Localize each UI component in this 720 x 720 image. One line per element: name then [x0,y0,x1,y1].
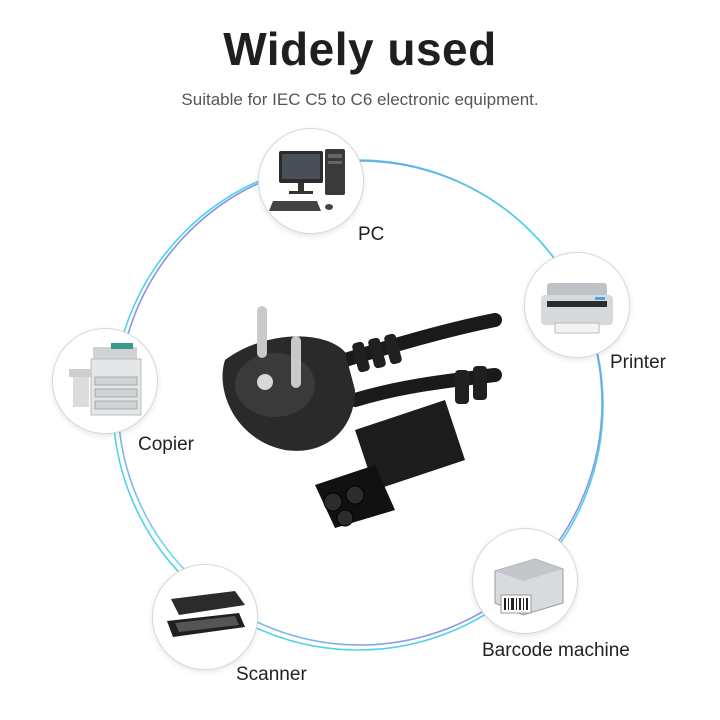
scanner-label: Scanner [236,664,307,685]
copier-label: Copier [138,434,194,455]
page-title: Widely used [223,23,497,75]
printer-icon [541,283,613,334]
power-cord-plug-icon [222,306,502,528]
copier-bubble [52,328,158,434]
barcode-bubble [472,528,578,634]
pc-bubble [258,128,364,234]
printer-label: Printer [610,352,666,373]
scanner-bubble [152,564,258,670]
copier-icon [69,343,142,416]
pc-icon [269,149,345,211]
barcode-label: Barcode machine [482,640,630,661]
pc-label: PC [358,224,385,245]
scanner-icon [167,591,245,637]
page-subtitle: Suitable for IEC C5 to C6 electronic equ… [181,90,539,109]
barcode-printer-icon [494,558,564,616]
printer-bubble [524,252,630,358]
